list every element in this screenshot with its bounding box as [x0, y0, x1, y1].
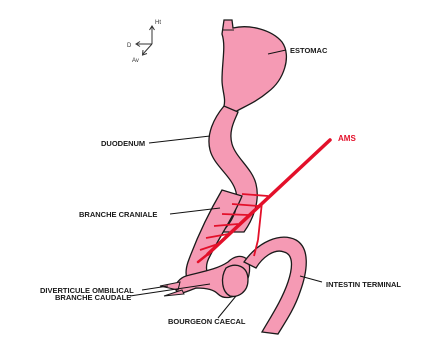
label-duodenum: DUODENUM [101, 139, 145, 148]
leader-bourgeon-caecal [218, 296, 236, 318]
cecal-bud-shape [223, 265, 248, 296]
leader-duodenum [149, 136, 210, 143]
axis-front-label: Av [132, 58, 139, 64]
label-bourgeon-caecal: BOURGEON CAECAL [168, 317, 246, 326]
orientation-axes: Ht D Av [127, 20, 161, 64]
terminal-intestine-shape [244, 237, 306, 334]
stomach-shape [222, 20, 286, 115]
label-branche-craniale: BRANCHE CRANIALE [79, 210, 157, 219]
label-intestin-terminal: INTESTIN TERMINAL [326, 280, 401, 289]
leader-diverticule [142, 286, 168, 290]
axis-up-label: Ht [155, 20, 161, 26]
label-ams: AMS [338, 134, 356, 143]
label-estomac: ESTOMAC [290, 46, 328, 55]
label-branche-caudale: BRANCHE CAUDALE [55, 293, 131, 302]
axis-left-label: D [127, 43, 132, 49]
